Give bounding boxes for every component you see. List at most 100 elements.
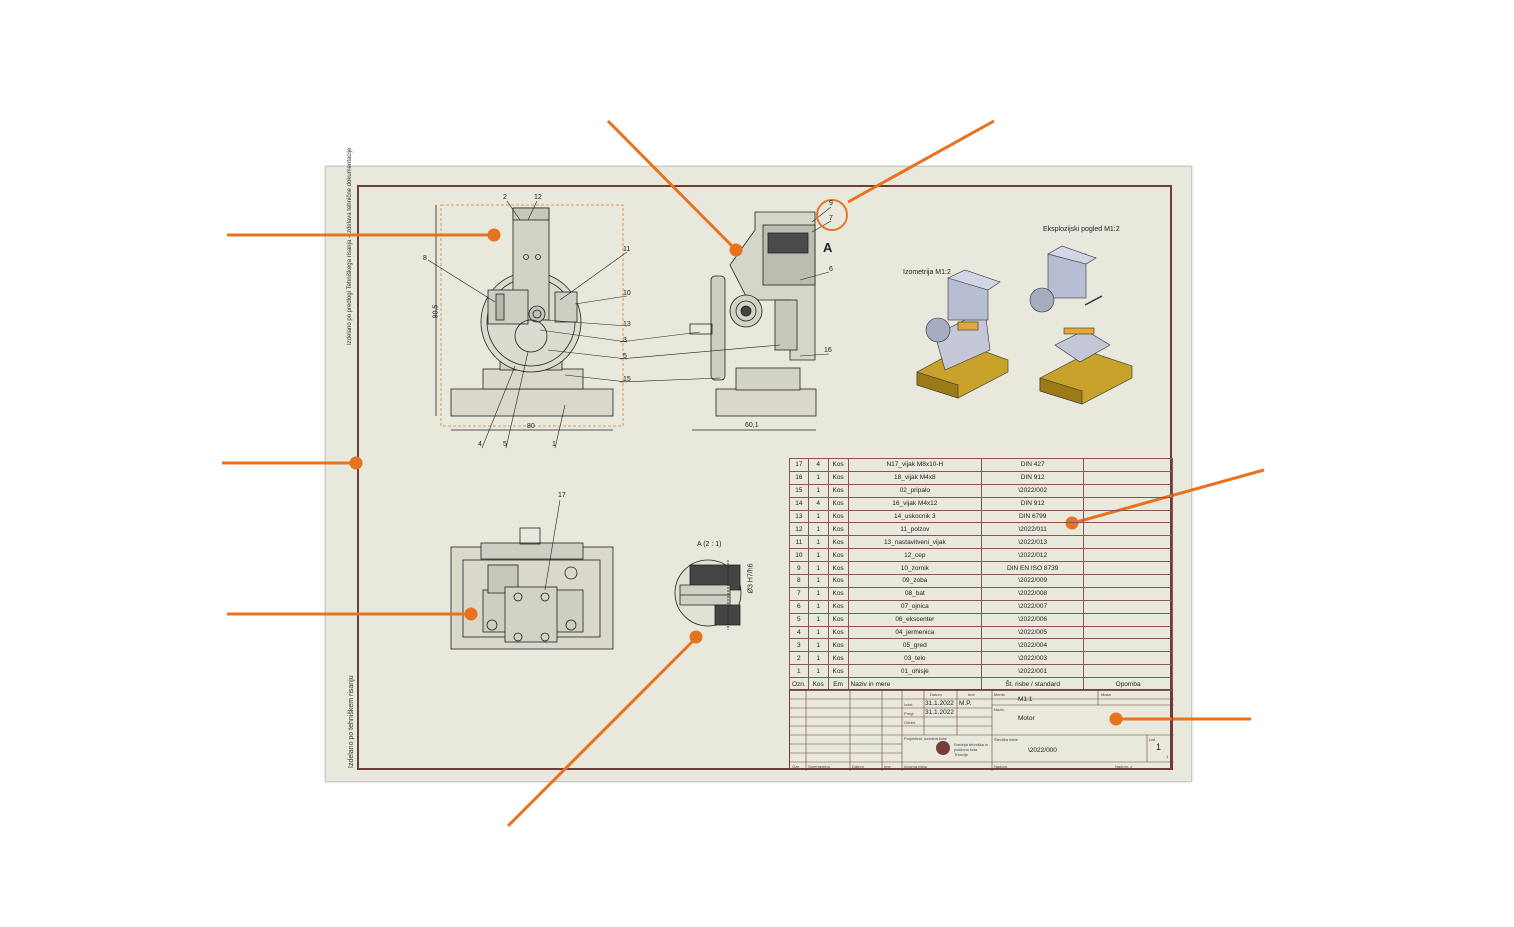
bom-cell: 16 (789, 470, 809, 485)
bom-cell (1083, 561, 1173, 576)
front-height-dim: 90,5 (432, 304, 440, 319)
bom-cell (1083, 522, 1173, 537)
bom-cell: 1 (807, 664, 829, 679)
balloon: 2 (503, 194, 507, 201)
bom-cell: 1 (807, 574, 829, 588)
bom-cell: DIN 912 (981, 470, 1085, 485)
tb-footer: Ime (884, 764, 891, 769)
bom-cell: 1 (807, 509, 829, 524)
detail-a-marker (816, 199, 848, 231)
bom-cell: Kos (827, 651, 849, 666)
callout-line-detail (506, 636, 698, 828)
bom-cell: 4 (807, 496, 829, 511)
bom-cell: Kos (827, 561, 849, 576)
callout-dot-titleblock (1109, 712, 1123, 726)
bom-cell: Kos (827, 574, 849, 588)
balloon: 5 (503, 441, 507, 448)
side-view (619, 199, 848, 431)
bom-cell: 13_nastavitveni_vijak (847, 535, 983, 550)
balloon: 10 (623, 290, 631, 297)
tb-ime-label: Ime (968, 692, 975, 697)
bom-cell: 11_polzov (847, 522, 983, 537)
bom-cell: 6 (789, 599, 809, 614)
tb-school: Srednja tehniška in poklicna šola Trbovl… (954, 742, 989, 757)
bom-cell: 2 (789, 651, 809, 666)
tb-drawing-no: \2022/000 (1028, 747, 1057, 754)
tb-footer: Nadom. (994, 764, 1009, 769)
callout-dot-side (729, 243, 743, 257)
bom-cell: DIN EN ISO 8739 (981, 561, 1085, 576)
tb-stevilka-label: Številka risbe (994, 737, 1018, 742)
bom-cell: 1 (807, 586, 829, 601)
bom-cell (1083, 599, 1173, 614)
bom-cell: Kos (827, 638, 849, 653)
bom-cell: 1 (807, 548, 829, 563)
bom-cell: Kos (827, 586, 849, 601)
bom-cell: DIN 912 (981, 496, 1085, 511)
bom-cell: \2022/012 (981, 548, 1085, 563)
bom-cell: N17_vijak M8x10-H (847, 458, 983, 472)
bom-cell (1083, 458, 1173, 472)
bom-cell: 4 (807, 458, 829, 472)
tb-izdel-label: Izdel. (904, 702, 914, 707)
bom-cell: \2022/002 (981, 483, 1085, 498)
bom-header-cell: Opomba (1083, 677, 1173, 692)
title-block-grid (790, 690, 1174, 771)
tb-scale: M1:1 (1018, 696, 1033, 703)
tb-footer: Izvorna risba (904, 764, 927, 769)
bom-cell: 5 (789, 612, 809, 627)
callouts (222, 119, 1265, 828)
exploded-label: Eksplozijski pogled M1:2 (1043, 226, 1120, 233)
bom-cell: Kos (827, 535, 849, 550)
bom-header-cell: Št. risbe / standard (981, 677, 1085, 692)
callout-dot-top (464, 607, 478, 621)
bom-cell: 1 (807, 535, 829, 550)
bom-cell: DIN 6799 (981, 509, 1085, 524)
bom-cell: 08_bat (847, 586, 983, 601)
bom-cell: \2022/009 (981, 574, 1085, 588)
tb-list-label: List (1149, 737, 1156, 742)
bom-cell: 7 (789, 586, 809, 601)
callout-line-side (606, 119, 738, 252)
bom-cell: 15 (789, 483, 809, 498)
balloon: 8 (423, 255, 427, 262)
bom-cell: 03_telo (847, 651, 983, 666)
tb-footer: Datum (852, 764, 864, 769)
balloon: 13 (623, 321, 631, 328)
tb-masa-label: Masa (1101, 692, 1111, 697)
bom-cell: Kos (827, 625, 849, 640)
bom-cell: 12 (789, 522, 809, 537)
bom-cell: \2022/006 (981, 612, 1085, 627)
bom-cell (1083, 664, 1173, 679)
bom-cell: 3 (789, 638, 809, 653)
bom-cell: \2022/013 (981, 535, 1085, 550)
bom-cell (1083, 535, 1173, 550)
callout-line-detail-marker (847, 119, 995, 204)
bom-cell: 9 (789, 561, 809, 576)
bom-cell: \2022/008 (981, 586, 1085, 601)
bom-cell: 01_ohisje (847, 664, 983, 679)
tb-sheets: 1 (1166, 754, 1169, 759)
bom-cell (1083, 509, 1173, 524)
bom-cell: 09_zoba (847, 574, 983, 588)
balloon: 4 (478, 441, 482, 448)
balloon: 11 (623, 246, 631, 253)
iso-label: Izometrija M1:2 (903, 269, 951, 276)
tb-initials: M.P. (959, 700, 972, 707)
balloon: 15 (623, 376, 631, 383)
front-view-selection-box (440, 204, 624, 427)
bom-cell: Kos (827, 509, 849, 524)
bom-cell: 1 (807, 522, 829, 537)
front-view (427, 200, 628, 449)
tb-pregl-label: Pregl. (904, 711, 915, 716)
bom-cell: 1 (807, 599, 829, 614)
bom-cell: 07_ojnica (847, 599, 983, 614)
